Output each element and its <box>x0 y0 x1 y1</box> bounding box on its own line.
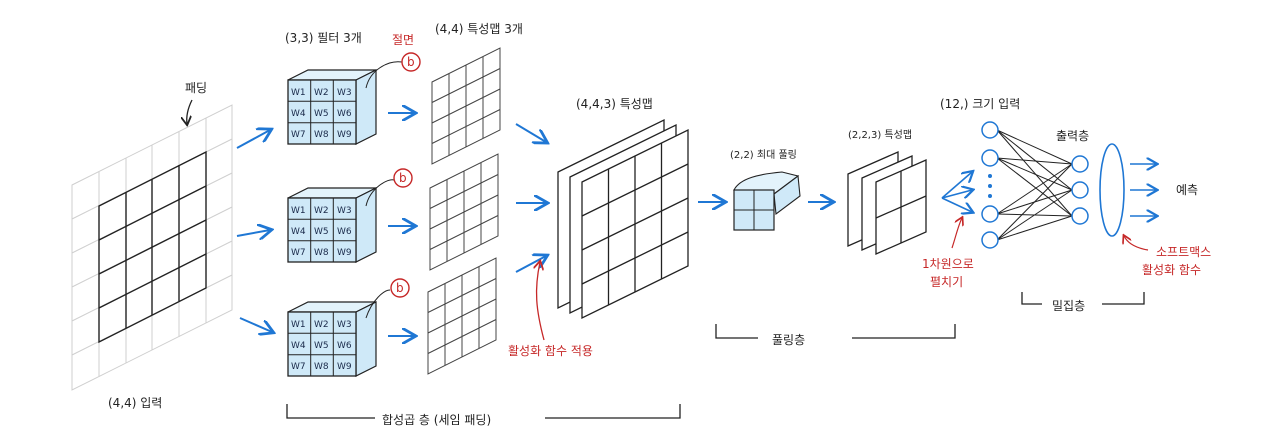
weight-9: W9 <box>337 362 352 372</box>
input-to-filter-arrows <box>236 130 272 332</box>
pooling-title: (2,2) 최대 풀링 <box>730 149 797 161</box>
bias-label: b <box>407 55 415 69</box>
feature-map-1 <box>431 47 501 165</box>
bias-label: b <box>396 281 404 295</box>
softmax-note-line1: 소프트맥스 <box>1156 245 1211 259</box>
prediction-arrows <box>1130 164 1156 216</box>
conv-layer-bracket <box>286 404 681 419</box>
pooling-layer-label: 풀링층 <box>772 333 805 347</box>
pooled-feature-map <box>847 151 927 255</box>
input-label: (4,4) 입력 <box>108 396 162 410</box>
weight-5: W5 <box>314 341 329 351</box>
dense-layer-label: 밀집층 <box>1052 299 1085 313</box>
prediction-label: 예측 <box>1176 183 1198 197</box>
weight-8: W8 <box>314 130 329 140</box>
weight-7: W7 <box>291 130 306 140</box>
conv-layer-label: 합성곱 층 (세임 패딩) <box>382 413 491 427</box>
weight-1: W1 <box>291 320 306 330</box>
feature-map-2 <box>429 153 499 271</box>
weight-5: W5 <box>314 227 329 237</box>
flatten-note-line1: 1차원으로 <box>922 257 974 271</box>
weight-4: W4 <box>291 227 306 237</box>
activation-note: 활성화 함수 적용 <box>508 344 593 358</box>
weight-9: W9 <box>337 130 352 140</box>
flatten-note-line2: 펼치기 <box>930 275 963 289</box>
input-inner-grid <box>98 150 207 344</box>
padding-pointer <box>187 99 193 124</box>
output-layer-title: 출력층 <box>1056 129 1089 143</box>
stacked-feature-map <box>557 118 689 320</box>
weight-7: W7 <box>291 248 306 258</box>
softmax-note-line2: 활성화 함수 <box>1142 263 1201 277</box>
filters-title: (3,3) 필터 3개 <box>285 31 362 45</box>
output-neurons <box>1071 155 1089 225</box>
bias-circle <box>390 278 410 298</box>
filter-3: W1 W2 W3 W4 W5 W6 W7 W8 W9 b <box>287 278 410 377</box>
weight-1: W1 <box>291 88 306 98</box>
weight-2: W2 <box>314 88 329 98</box>
pooling-layer-bracket <box>715 324 956 339</box>
neuron-ellipsis <box>988 174 992 198</box>
feature-map-3 <box>427 257 497 375</box>
weight-8: W8 <box>314 362 329 372</box>
feature-maps-title: (4,4) 특성맵 3개 <box>435 22 523 36</box>
weight-8: W8 <box>314 248 329 258</box>
filter-to-map-arrows <box>388 113 414 336</box>
activation-pointer <box>537 262 545 341</box>
filter-2: W1 W2 W3 W4 W5 W6 W7 W8 W9 b <box>287 168 413 263</box>
weight-4: W4 <box>291 109 306 119</box>
pooled-map-title: (2,2,3) 특성맵 <box>848 129 912 141</box>
weight-3: W3 <box>337 320 352 330</box>
weight-1: W1 <box>291 206 306 216</box>
weight-6: W6 <box>337 109 352 119</box>
weight-9: W9 <box>337 248 352 258</box>
weight-2: W2 <box>314 206 329 216</box>
weight-7: W7 <box>291 362 306 372</box>
stacked-map-title: (4,4,3) 특성맵 <box>576 97 653 111</box>
weight-6: W6 <box>337 227 352 237</box>
weight-5: W5 <box>314 109 329 119</box>
softmax-pointer <box>1124 236 1149 251</box>
dense-layer-bracket <box>1021 292 1145 305</box>
input-neurons <box>981 121 999 249</box>
cross-section-label: 절면 <box>392 33 414 47</box>
input-grid <box>71 104 233 391</box>
bias-circle <box>401 52 421 72</box>
map-to-stack-arrows <box>515 123 546 273</box>
pooling-filter <box>733 171 801 231</box>
flatten-pointer <box>951 218 962 249</box>
weight-4: W4 <box>291 341 306 351</box>
weight-2: W2 <box>314 320 329 330</box>
bias-label: b <box>399 171 407 185</box>
bias-circle <box>393 168 413 188</box>
flatten-arrows <box>941 172 972 212</box>
dense-connections <box>996 129 1073 241</box>
weight-3: W3 <box>337 206 352 216</box>
weight-6: W6 <box>337 341 352 351</box>
softmax-ellipse <box>1099 143 1125 237</box>
weight-3: W3 <box>337 88 352 98</box>
dense-input-title: (12,) 크기 입력 <box>940 97 1020 111</box>
padding-label: 패딩 <box>185 81 207 95</box>
filter-1: W1 W2 W3 W4 W5 W6 W7 W8 W9 b <box>287 52 421 145</box>
